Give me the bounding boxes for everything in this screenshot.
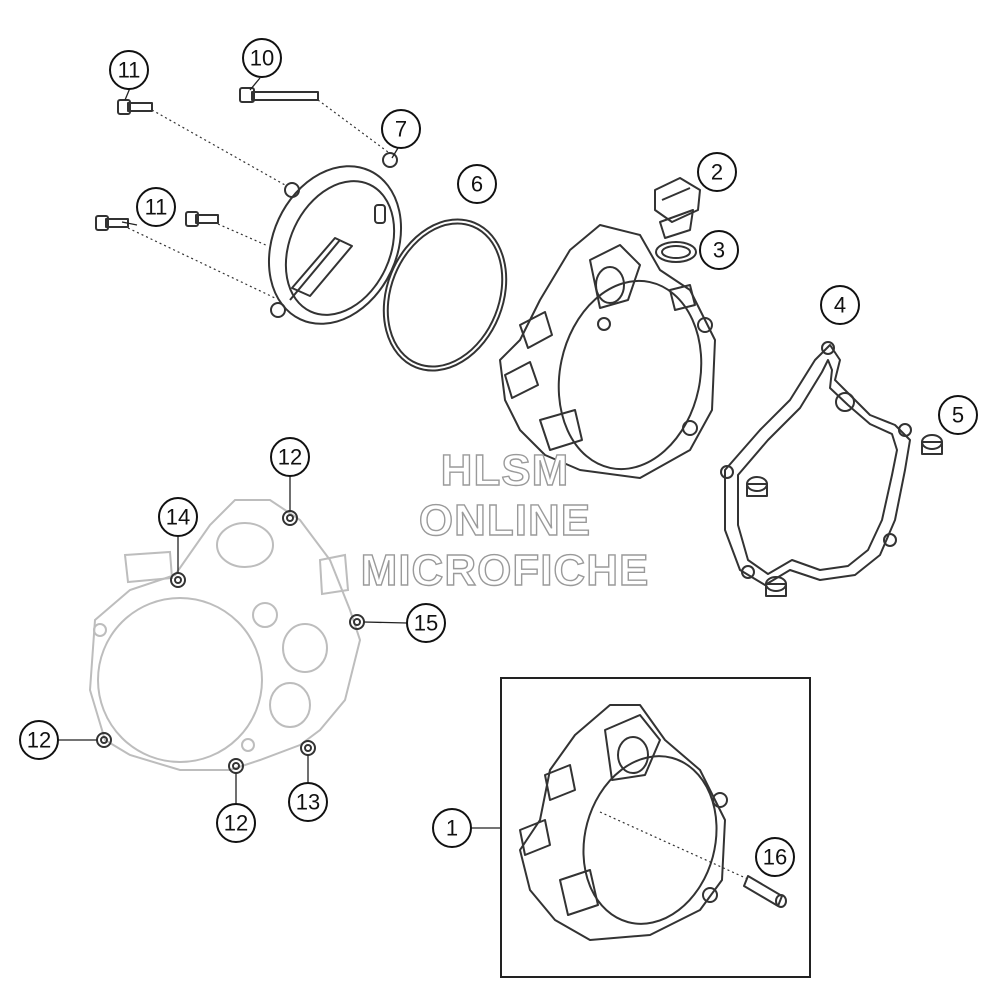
callout-12-bottom: 12 (216, 803, 256, 843)
watermark-line-1: HLSM (440, 445, 570, 495)
callout-13: 13 (288, 782, 328, 822)
svg-text:15: 15 (414, 611, 438, 636)
dowel-sleeves-5 (746, 434, 943, 597)
plug-2 (654, 177, 701, 239)
nut-13 (300, 740, 316, 756)
svg-text:3: 3 (713, 238, 725, 263)
svg-text:5: 5 (952, 403, 964, 428)
callout-10: 10 (242, 38, 282, 78)
callout-14: 14 (158, 497, 198, 537)
bolt-11-mid (185, 211, 269, 247)
svg-text:11: 11 (145, 195, 168, 220)
inner-cover-housing (499, 224, 716, 479)
svg-text:10: 10 (250, 46, 274, 71)
svg-text:11: 11 (118, 58, 141, 83)
gasket-4 (720, 341, 912, 586)
bolt-11-left (95, 215, 276, 299)
pin-16 (743, 875, 787, 908)
svg-text:12: 12 (224, 811, 248, 836)
callout-11-left: 11 (136, 187, 176, 227)
callout-3: 3 (699, 230, 739, 270)
callout-12-top: 12 (270, 437, 310, 477)
nut-15 (349, 614, 365, 630)
svg-text:16: 16 (763, 845, 787, 870)
callout-2: 2 (697, 152, 737, 192)
svg-text:12: 12 (278, 445, 302, 470)
svg-text:13: 13 (296, 790, 320, 815)
bolt-10 (239, 87, 389, 153)
svg-text:1: 1 (446, 816, 458, 841)
o-ring-6 (382, 218, 508, 372)
seal-ring-3 (655, 241, 697, 263)
callout-4: 4 (820, 285, 860, 325)
housing-assembly-1 (519, 704, 751, 941)
callout-11-top: 11 (109, 50, 149, 90)
watermark-line-3: MICROFICHE (360, 545, 650, 595)
svg-text:14: 14 (166, 505, 190, 530)
callout-7: 7 (381, 109, 421, 149)
callout-1: 1 (432, 808, 472, 848)
callout-16: 16 (755, 837, 795, 877)
assembly-inset-box (500, 677, 811, 978)
svg-text:12: 12 (27, 728, 51, 753)
outer-cover-7 (267, 152, 403, 325)
callout-12-left: 12 (19, 720, 59, 760)
callout-6: 6 (457, 164, 497, 204)
outer-clutch-housing (88, 499, 362, 771)
callout-5: 5 (938, 395, 978, 435)
bolt-11-top (117, 99, 286, 186)
svg-text:4: 4 (834, 293, 846, 318)
callout-15: 15 (406, 603, 446, 643)
svg-text:7: 7 (395, 117, 407, 142)
watermark-line-2: ONLINE (418, 495, 592, 545)
svg-text:2: 2 (711, 160, 723, 185)
svg-text:6: 6 (471, 172, 483, 197)
